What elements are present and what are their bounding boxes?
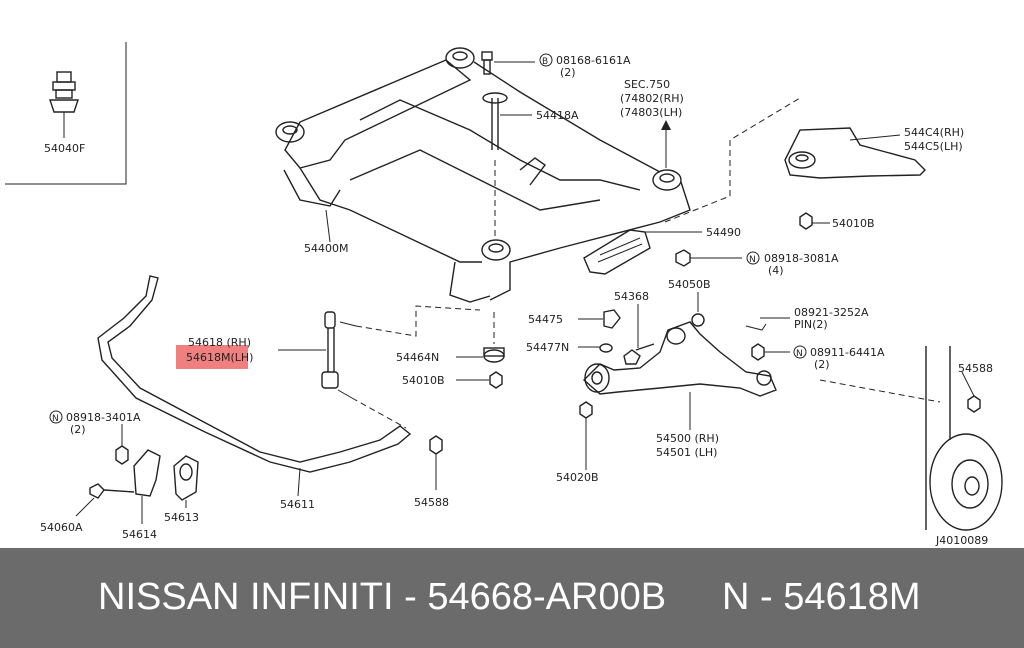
prefix-n-letter-3: N	[52, 414, 59, 424]
label-08918-3401A: 08918-3401A	[66, 411, 141, 424]
label-08918-3081A-qty: (4)	[768, 264, 784, 277]
nut-54010B-top-drawing	[799, 212, 813, 230]
label-54477N: 54477N	[526, 341, 569, 354]
label-54010B-top: 54010B	[832, 217, 875, 230]
label-54400M: 54400M	[304, 242, 348, 255]
label-54618-rh: 54618 (RH)	[188, 336, 251, 349]
prefix-n-circle-3	[49, 410, 63, 424]
lower-arm-54500-drawing	[582, 321, 777, 397]
clamp-54614-drawing	[133, 449, 161, 497]
clip-54040F-drawing	[49, 71, 79, 138]
label-54464N: 54464N	[396, 351, 439, 364]
label-74802: (74802(RH)	[620, 92, 684, 105]
inset-border	[5, 42, 127, 185]
label-54588-right: 54588	[958, 362, 993, 375]
nut-54588-left-drawing	[429, 435, 443, 455]
label-54614: 54614	[122, 528, 157, 541]
label-54501: 54501 (LH)	[656, 446, 717, 459]
dash-544C4	[664, 97, 801, 223]
label-pin: PIN(2)	[794, 318, 828, 331]
prefix-n-letter-2: N	[796, 349, 803, 359]
bolt-54475-drawing	[603, 309, 621, 329]
nut-08918-3081A-drawing	[675, 249, 691, 267]
pin-08921-drawing	[745, 323, 767, 331]
label-54490: 54490	[706, 226, 741, 239]
label-54611: 54611	[280, 498, 315, 511]
dash-right	[819, 379, 941, 403]
label-54418A: 54418A	[536, 109, 579, 122]
label-544C4: 544C4(RH)	[904, 126, 964, 139]
washer-54477N-drawing	[599, 343, 613, 353]
label-08168-qty: (2)	[560, 66, 576, 79]
highlight-54618M	[176, 345, 248, 369]
prefix-n-circle-1	[746, 251, 760, 265]
label-544C5: 544C5(LH)	[904, 140, 963, 153]
leader-54588-right	[961, 371, 975, 397]
nut-54010B-mid-drawing	[489, 371, 503, 389]
leader-54060A	[75, 497, 95, 517]
label-08168-6161A: 08168-6161A	[556, 54, 631, 67]
label-54500: 54500 (RH)	[656, 432, 719, 445]
bolt-54060A-drawing	[89, 483, 135, 499]
arrow-sec750-head	[661, 120, 671, 130]
prefix-n-letter-1: N	[749, 255, 756, 265]
washer-54050B-drawing	[691, 313, 705, 327]
parts-diagram: 54040F 54400M B 08168-6161A (2) 54418A	[5, 42, 1003, 547]
link-54618-drawing	[321, 311, 357, 399]
strut-rotor-drawing	[925, 346, 1003, 531]
label-08918-3081A: 08918-3081A	[764, 252, 839, 265]
label-08911-qty: (2)	[814, 358, 830, 371]
leader-544C4	[849, 134, 901, 141]
stabilizer-bar-54611-drawing	[97, 275, 412, 473]
label-08918-3401A-qty: (2)	[70, 423, 86, 436]
nut-08911-6441A-drawing	[751, 343, 765, 361]
dash-54618-upper	[355, 305, 481, 337]
bushing-54613-drawing	[173, 455, 199, 501]
leader-54400M	[325, 209, 331, 243]
bracket-54490-drawing	[583, 229, 651, 275]
label-74803: (74803(LH)	[620, 106, 682, 119]
label-54613: 54613	[164, 511, 199, 524]
label-54010B-mid: 54010B	[402, 374, 445, 387]
crossmember-54400M-drawing	[275, 47, 691, 303]
bolt-54368-drawing	[623, 343, 655, 365]
label-54040F: 54040F	[44, 142, 85, 155]
label-54020B: 54020B	[556, 471, 599, 484]
bracket-544C4-drawing	[784, 127, 926, 179]
label-08911-6441A: 08911-6441A	[810, 346, 885, 359]
brand-part-number: NISSAN INFINITI - 54668-AR00B	[98, 576, 667, 618]
prefix-b-letter: B	[542, 57, 548, 67]
bushing-54464N-drawing	[483, 347, 505, 363]
label-08921-3252A: 08921-3252A	[794, 306, 869, 319]
label-54618M-lh: 54618M(LH)	[186, 351, 253, 364]
stud-54418A-drawing	[482, 92, 508, 150]
label-54588-left: 54588	[414, 496, 449, 509]
label-54050B: 54050B	[668, 278, 711, 291]
label-54475: 54475	[528, 313, 563, 326]
leader-54611	[297, 467, 301, 497]
prefix-b-circle	[539, 53, 553, 67]
prefix-n-circle-2	[793, 345, 807, 359]
label-54060A: 54060A	[40, 521, 83, 534]
dash-54618-lower	[351, 397, 407, 429]
nut-08918-3401A-drawing	[115, 445, 129, 465]
label-sec750: SEC.750	[624, 78, 670, 91]
figure-code: J4010089	[935, 534, 988, 547]
footer-banner: NISSAN INFINITI - 54668-AR00B N - 54618M	[0, 548, 1024, 648]
label-54368: 54368	[614, 290, 649, 303]
oem-part-number: N - 54618M	[722, 576, 921, 618]
bolt-08168-drawing	[481, 51, 493, 75]
nut-54020B-drawing	[579, 401, 593, 419]
